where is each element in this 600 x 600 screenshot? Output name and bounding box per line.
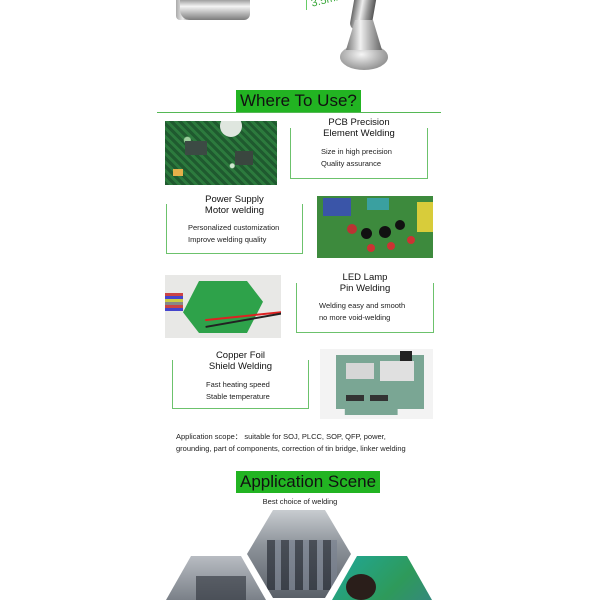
card-title: Power Supply Motor welding <box>167 194 302 216</box>
card-copper-foil: Copper Foil Shield Welding Fast heating … <box>172 350 309 409</box>
card-title-line1: PCB Precision <box>328 117 390 128</box>
card-line1: Personalized customization <box>188 223 280 232</box>
card-line2: Improve welding quality <box>188 235 267 244</box>
card-body: Personalized customization Improve weldi… <box>188 222 279 246</box>
card-led-lamp: LED Lamp Pin Welding Welding easy and sm… <box>296 272 434 333</box>
title-divider <box>157 112 441 113</box>
where-to-use-title: Where To Use? <box>236 90 361 112</box>
card-line1: Welding easy and smooth <box>319 301 406 310</box>
card-title-line2: Element Welding <box>323 128 395 139</box>
card-body: Welding easy and smooth no more void-wel… <box>319 300 405 324</box>
card-body: Fast heating speed Stable temperature <box>206 379 270 403</box>
application-scene-subtitle: Best choice of welding <box>262 497 338 506</box>
card-title-line1: LED Lamp <box>342 272 388 283</box>
dimension-line <box>306 0 307 10</box>
scene-photo-assembly-right <box>332 556 432 600</box>
card-title-line2: Pin Welding <box>339 283 391 294</box>
card-power-supply: Power Supply Motor welding Personalized … <box>166 194 303 254</box>
scope-line2: grounding, part of components, correctio… <box>176 444 406 453</box>
copper-foil-photo <box>320 349 433 419</box>
card-line2: Stable temperature <box>206 392 270 401</box>
pcb-photo <box>165 121 277 185</box>
application-scope-text: Application scope： suitable for SOJ, PLC… <box>176 431 436 455</box>
card-title: PCB Precision Element Welding <box>291 117 427 139</box>
application-scene-title: Application Scene <box>236 471 381 493</box>
scene-photo-workers-left <box>166 556 266 600</box>
card-line1: Size in high precision <box>321 147 392 156</box>
card-title: LED Lamp Pin Welding <box>297 272 433 294</box>
card-title: Copper Foil Shield Welding <box>173 350 308 372</box>
scope-line1: Application scope： suitable for SOJ, PLC… <box>176 432 386 441</box>
card-title-line2: Shield Welding <box>208 361 273 372</box>
dimension-label: 3.5mm <box>310 0 346 10</box>
card-pcb-precision: PCB Precision Element Welding Size in hi… <box>290 117 428 179</box>
card-body: Size in high precision Quality assurance <box>321 146 392 170</box>
power-supply-photo <box>317 196 433 258</box>
card-title-line2: Motor welding <box>204 205 265 216</box>
led-lamp-photo <box>165 275 281 338</box>
card-line2: Quality assurance <box>321 159 382 168</box>
card-line2: no more void-welding <box>319 313 391 322</box>
card-title-line1: Power Supply <box>205 194 264 205</box>
tip-left-body <box>180 0 250 20</box>
card-line1: Fast heating speed <box>206 380 270 389</box>
card-title-line1: Copper Foil <box>215 350 266 361</box>
scene-photo-workers-center <box>247 510 351 598</box>
